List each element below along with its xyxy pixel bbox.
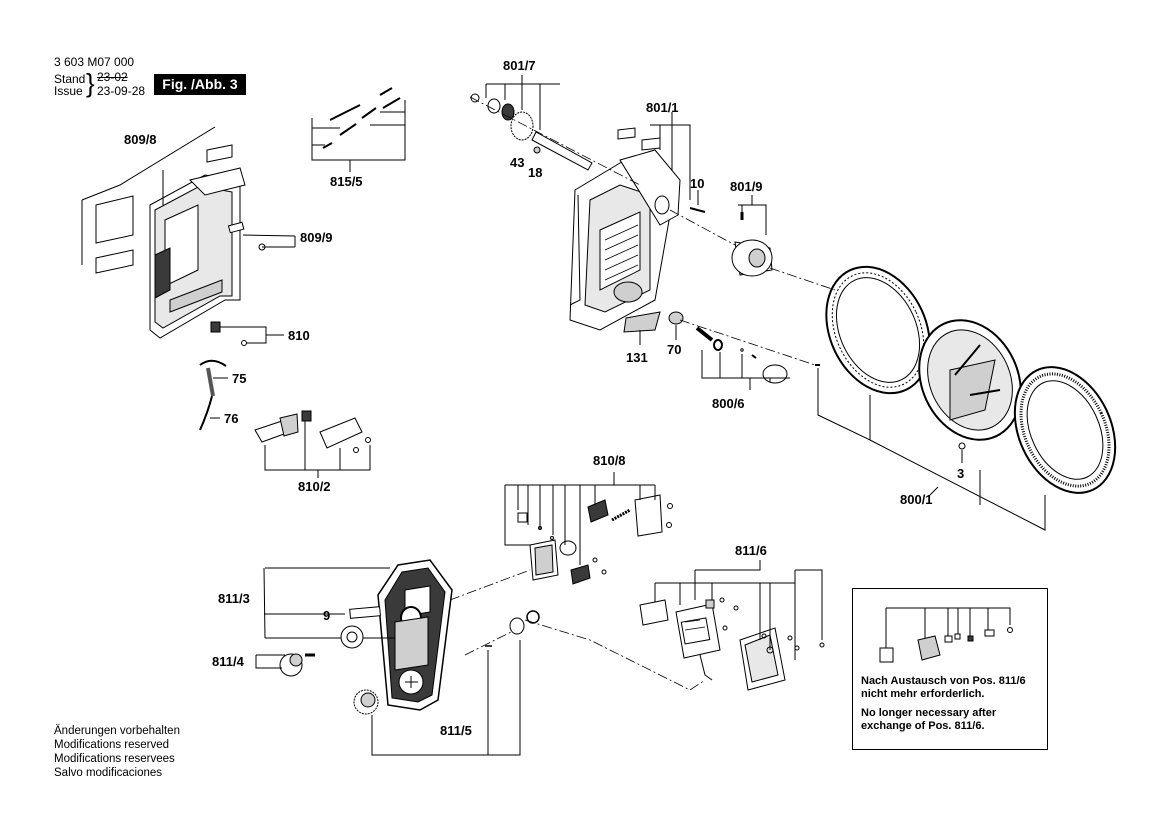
callout-801-9: 801/9 — [730, 179, 763, 194]
callout-131: 131 — [626, 350, 648, 365]
callout-801-7: 801/7 — [503, 58, 536, 73]
callout-811-4: 811/4 — [212, 654, 244, 669]
callout-811-5: 811/5 — [440, 723, 472, 738]
cover-part-809-8 — [149, 167, 246, 339]
part-number: 3 603 M07 000 — [54, 55, 135, 69]
part-810 — [210, 321, 284, 346]
callout-70: 70 — [667, 342, 682, 357]
callout-9: 9 — [323, 608, 331, 623]
part-811-5 — [353, 610, 540, 756]
part-801-7 — [470, 75, 593, 171]
callout-809-9: 809/9 — [300, 230, 333, 245]
part-811-6 — [639, 560, 825, 691]
callout-800-6: 800/6 — [712, 396, 745, 411]
callout-3: 3 — [957, 466, 965, 481]
part-810-2 — [254, 410, 371, 478]
stand-date: 23-02 — [97, 70, 128, 84]
part-70-800-6 — [668, 311, 790, 390]
part-10 — [689, 190, 706, 213]
callout-815-5: 815/5 — [330, 174, 363, 189]
callout-811-6: 811/6 — [735, 543, 767, 558]
footer-line-es: Salvo modificaciones — [54, 767, 163, 779]
note-english: No longer necessary after exchange of Po… — [861, 707, 997, 732]
callout-76: 76 — [224, 411, 239, 426]
callout-75: 75 — [232, 371, 247, 386]
part-801-9 — [731, 195, 773, 277]
part-800-1-dish — [918, 319, 1022, 450]
callout-43: 43 — [510, 155, 525, 170]
issue-date: 23-09-28 — [97, 84, 146, 98]
callout-810: 810 — [288, 328, 310, 343]
part-800-1-ring — [825, 265, 931, 395]
callout-811-3: 811/3 — [218, 591, 250, 606]
replacement-note-box: Nach Austausch von Pos. 811/6 nicht mehr… — [852, 588, 1048, 750]
callout-801-1: 801/1 — [646, 100, 679, 115]
part-801-1-housing — [569, 112, 691, 345]
note-german: Nach Austausch von Pos. 811/6 nicht mehr… — [861, 675, 1026, 700]
issue-label: Issue — [54, 84, 83, 98]
part-810-8 — [504, 472, 673, 585]
callout-800-1: 800/1 — [900, 492, 933, 507]
part-811-4 — [255, 653, 315, 677]
brace-symbol: } — [86, 68, 95, 98]
part-800-1-mesh-ring — [1013, 366, 1117, 494]
callout-810-8: 810/8 — [593, 453, 626, 468]
stand-label: Stand — [54, 72, 86, 86]
figure-label: Fig. /Abb. 3 — [154, 74, 246, 95]
part-815-5 — [311, 87, 406, 172]
callout-10: 10 — [690, 176, 705, 191]
part-809-9 — [227, 221, 296, 251]
callout-18: 18 — [528, 165, 543, 180]
part-811-housing — [377, 559, 453, 711]
callout-810-2: 810/2 — [298, 479, 331, 494]
note-box-parts — [879, 607, 1013, 663]
part-75-76 — [199, 359, 228, 431]
callout-809-8: 809/8 — [124, 132, 157, 147]
footer-line-en: Modifications reserved — [54, 739, 170, 751]
footer-line-de: Änderungen vorbehalten — [54, 725, 180, 737]
footer-line-fr: Modifications reservees — [54, 753, 175, 765]
